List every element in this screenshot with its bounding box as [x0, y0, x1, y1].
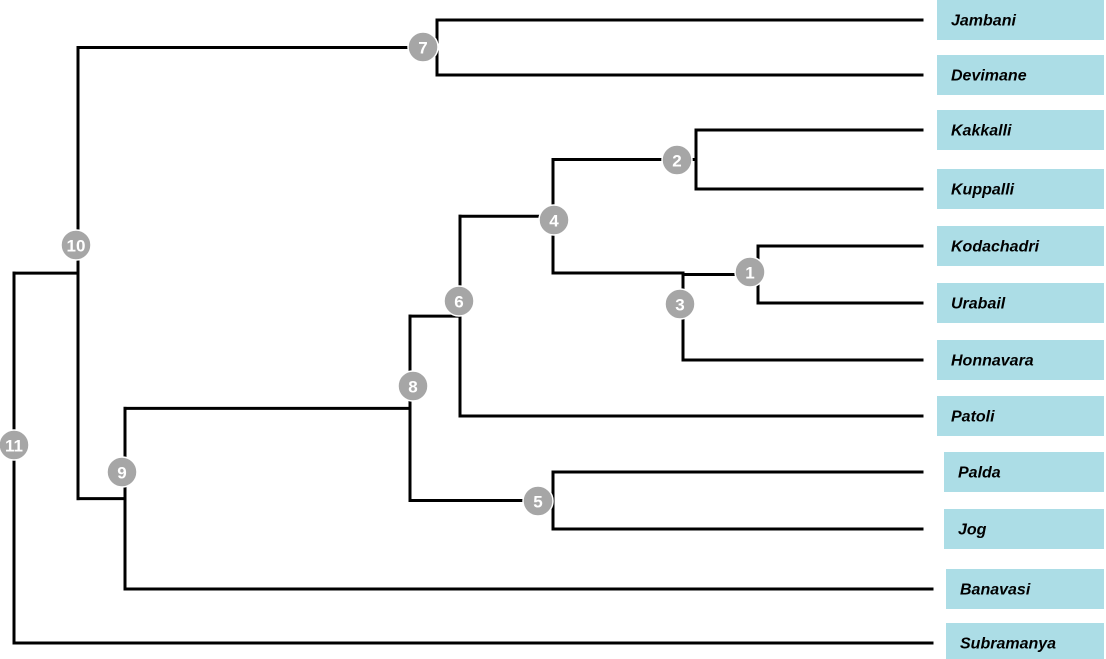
leaf-label-kuppalli: Kuppalli — [951, 182, 1015, 199]
leaf-box-banavasi — [946, 569, 1104, 609]
leaf-box-honnavara — [937, 340, 1104, 380]
leaf-label-kodachadri: Kodachadri — [951, 239, 1040, 256]
node-9-label: 9 — [117, 464, 126, 483]
leaf-label-devimane: Devimane — [951, 68, 1027, 85]
node-1-circle — [734, 256, 766, 288]
leaf-box-urabail — [937, 283, 1104, 323]
leaf-box-jog — [944, 509, 1104, 549]
node-3-circle — [664, 288, 696, 320]
leaf-label-kakkalli: Kakkalli — [951, 123, 1012, 140]
leaf-label-urabail: Urabail — [951, 296, 1006, 313]
node-5-circle — [522, 485, 554, 517]
leaf-label-subramanya: Subramanya — [960, 636, 1056, 653]
node-10-circle — [60, 229, 92, 261]
leaf-label-banavasi: Banavasi — [960, 582, 1031, 599]
node-10-label: 10 — [67, 237, 86, 256]
tree-nodes: 1 2 3 4 5 6 7 8 9 10 11 — [0, 31, 766, 517]
leaf-box-kakkalli — [937, 110, 1104, 150]
node-8-circle — [397, 370, 429, 402]
node-11-circle — [0, 429, 30, 461]
leaf-box-kuppalli — [937, 169, 1104, 209]
node-4-circle — [538, 204, 570, 236]
node-8-label: 8 — [408, 378, 417, 397]
node-6-label: 6 — [454, 293, 463, 312]
leaf-label-jog: Jog — [958, 522, 987, 539]
node-4-label: 4 — [549, 212, 559, 231]
leaf-label-jambani: Jambani — [951, 13, 1016, 30]
leaf-label-palda: Palda — [958, 465, 1001, 482]
leaf-box-jambani — [937, 0, 1104, 40]
node-2-circle — [661, 144, 693, 176]
tree-leaves: JambaniDevimaneKakkalliKuppalliKodachadr… — [937, 0, 1104, 659]
node-5-label: 5 — [533, 493, 542, 512]
leaf-box-devimane — [937, 55, 1104, 95]
leaf-label-honnavara: Honnavara — [951, 353, 1034, 370]
node-7-label: 7 — [418, 39, 427, 58]
leaf-box-patoli — [937, 396, 1104, 436]
node-1-label: 1 — [745, 264, 754, 283]
leaf-label-patoli: Patoli — [951, 409, 995, 426]
leaf-box-palda — [944, 452, 1104, 492]
node-7-circle — [407, 31, 439, 63]
node-3-label: 3 — [675, 296, 684, 315]
tree-edges — [12, 18, 934, 645]
node-6-circle — [443, 285, 475, 317]
node-11-label: 11 — [5, 437, 23, 456]
node-2-label: 2 — [672, 152, 681, 171]
leaf-box-kodachadri — [937, 226, 1104, 266]
leaf-box-subramanya — [946, 623, 1104, 659]
node-9-circle — [106, 456, 138, 488]
